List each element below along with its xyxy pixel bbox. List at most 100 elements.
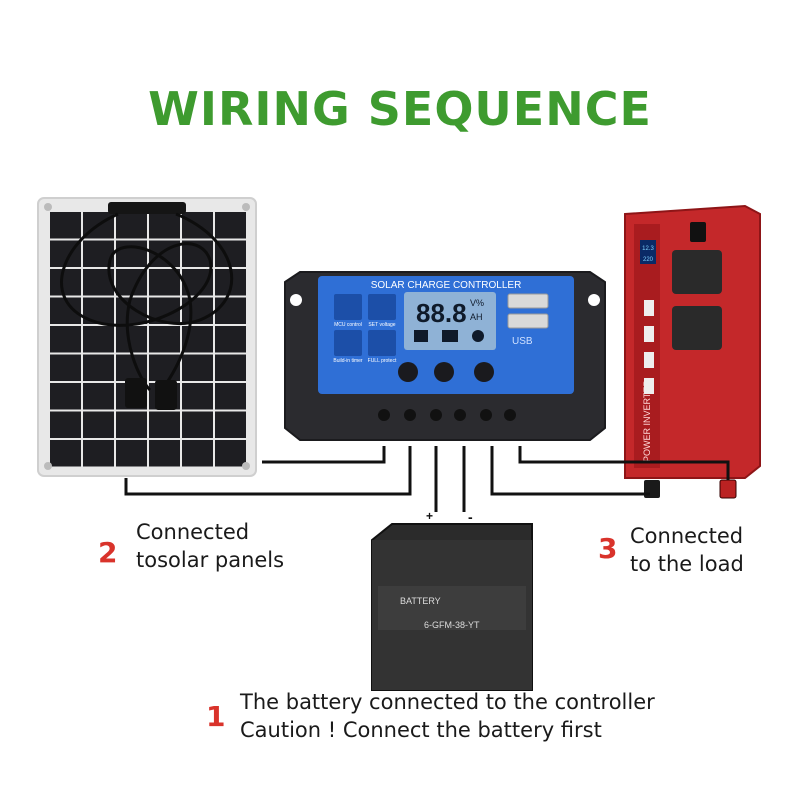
- step-3-caption: Connected to the load: [630, 522, 744, 578]
- ac-socket: [672, 306, 722, 350]
- panel-cell-grid: [50, 212, 246, 467]
- step-number-3: 3: [598, 532, 618, 565]
- panel-cable: [107, 212, 234, 393]
- panel-cell: [215, 440, 246, 467]
- power-inverter: POWER INVERTER 12.3 220: [624, 204, 761, 499]
- mounting-hole: [290, 294, 302, 306]
- diagram-title: WIRING SEQUENCE: [148, 82, 652, 136]
- inverter-display-bottom: 220: [643, 257, 654, 263]
- panel-cell: [215, 212, 246, 239]
- step-number-1: 1: [206, 700, 226, 733]
- icon-label: SET voltage: [368, 322, 395, 328]
- panel-cell: [182, 354, 213, 381]
- panel-cell: [149, 212, 180, 239]
- step-1-line-1: The battery connected to the controller: [240, 690, 655, 714]
- wire-panel: [262, 446, 386, 464]
- panel-cell: [149, 269, 180, 296]
- panel-cell: [182, 440, 213, 467]
- icon-label: FULL protect: [368, 358, 397, 364]
- step-2-line-2: tosolar panels: [136, 548, 285, 572]
- panel-cell: [50, 354, 81, 381]
- timer-icon: [334, 330, 362, 356]
- wire-load: [490, 446, 650, 496]
- mounting-hole: [242, 462, 250, 470]
- inverter-side: [634, 224, 660, 468]
- panel-cell: [116, 440, 147, 467]
- panel-cell: [182, 383, 213, 410]
- battery: BATTERY 6-GFM-38-YT + -: [371, 509, 533, 691]
- panel-cell: [50, 383, 81, 410]
- terminal-socket: [378, 409, 390, 421]
- protect-icon: [368, 330, 396, 356]
- usb-label: USB: [512, 336, 533, 347]
- battery-terminal-positive: +: [426, 509, 433, 523]
- panel-cell: [182, 411, 213, 438]
- usb-port: [507, 313, 549, 329]
- terminal-socket: [430, 409, 442, 421]
- icon-label: Build-in timer: [333, 358, 363, 364]
- lcd-readout: 88.8: [416, 298, 467, 328]
- panel-cell: [215, 297, 246, 324]
- junction-box: [108, 202, 186, 214]
- mounting-hole: [242, 203, 250, 211]
- terminal-socket: [480, 409, 492, 421]
- panel-cell: [50, 212, 81, 239]
- mounting-hole: [44, 203, 52, 211]
- usb-port: [644, 326, 654, 342]
- power-switch: [690, 222, 706, 242]
- panel-cable: [60, 212, 213, 392]
- panel-cell: [83, 326, 114, 353]
- panel-cell: [116, 240, 147, 267]
- battery-label-area: [378, 586, 526, 630]
- up-button: [434, 362, 454, 382]
- step-1-line-2: Caution ! Connect the battery first: [240, 718, 602, 742]
- step-3-line-2: to the load: [630, 552, 744, 576]
- panel-cell: [149, 411, 180, 438]
- mc4-connector: [155, 380, 177, 410]
- inverter-side-label: POWER INVERTER: [642, 380, 652, 462]
- lcd-unit-top: V%: [470, 298, 484, 308]
- inverter-display-top: 12.3: [642, 246, 654, 252]
- wire-load: [518, 446, 730, 480]
- terminal-socket: [504, 409, 516, 421]
- step-2-caption: Connected tosolar panels: [136, 518, 284, 574]
- step-2-line-1: Connected: [136, 520, 250, 544]
- panel-cell: [149, 326, 180, 353]
- panel-status-icon: [414, 330, 428, 342]
- panel-cell: [215, 326, 246, 353]
- panel-cell: [215, 383, 246, 410]
- usb-port: [644, 300, 654, 316]
- solar-panel: [37, 197, 257, 477]
- wire-panel: [124, 446, 412, 496]
- battery-status-icon: [442, 330, 458, 342]
- set-voltage-icon: [368, 294, 396, 320]
- panel-cell: [50, 411, 81, 438]
- panel-cell: [149, 440, 180, 467]
- inverter-terminal-pos: [719, 479, 737, 499]
- mc4-connector: [125, 378, 147, 408]
- battery-brand: BATTERY: [400, 596, 441, 606]
- down-button: [474, 362, 494, 382]
- panel-cell: [83, 440, 114, 467]
- panel-cell: [215, 354, 246, 381]
- terminal-socket: [404, 409, 416, 421]
- panel-cell: [116, 297, 147, 324]
- lcd-unit-bottom: AH: [470, 312, 483, 322]
- mounting-hole: [44, 462, 52, 470]
- ac-socket: [672, 250, 722, 294]
- icon-label: MCU control: [334, 322, 362, 328]
- usb-port: [644, 352, 654, 368]
- battery-terminal-negative: -: [468, 509, 473, 525]
- terminal-socket: [454, 409, 466, 421]
- panel-cell: [116, 212, 147, 239]
- panel-cell: [50, 326, 81, 353]
- panel-cell: [50, 440, 81, 467]
- battery-model: 6-GFM-38-YT: [424, 620, 480, 630]
- inverter-display: [640, 240, 656, 264]
- panel-cell: [215, 411, 246, 438]
- mounting-hole: [588, 294, 600, 306]
- usb-port: [644, 378, 654, 394]
- step-number-2: 2: [98, 536, 118, 569]
- step-3-line-1: Connected: [630, 524, 744, 548]
